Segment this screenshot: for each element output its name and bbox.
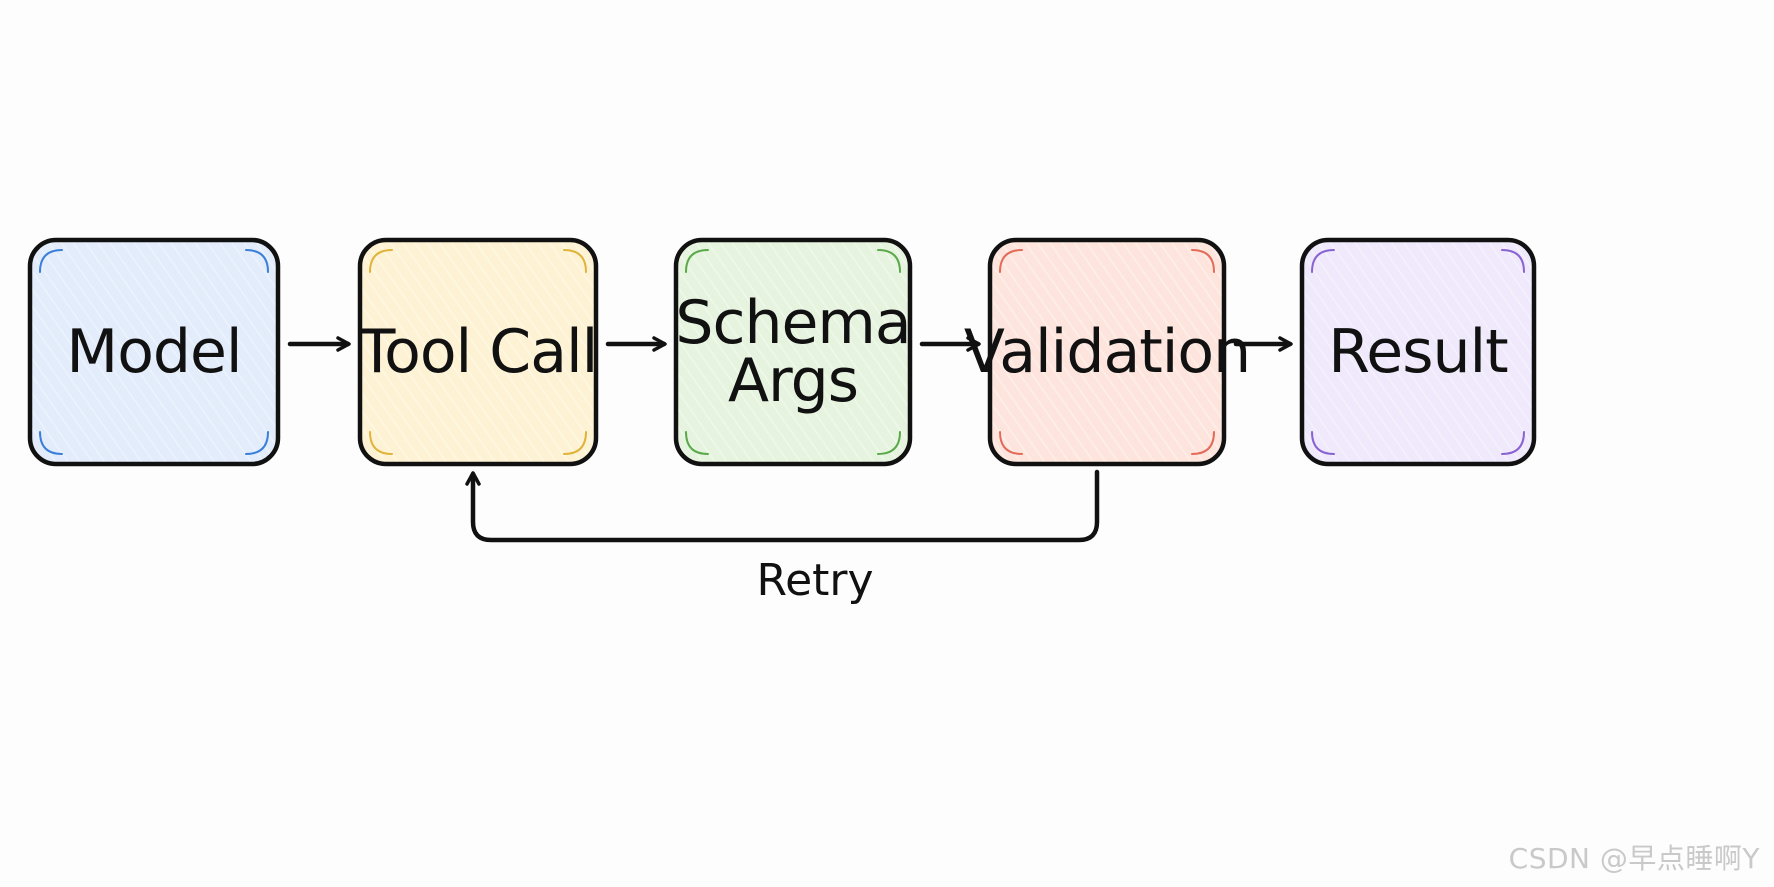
node-hatch [360,240,596,464]
edge-label-retry: Retry [756,555,873,606]
node-hatch [1302,240,1534,464]
node-model: Model [27,237,281,467]
node-border [1299,237,1537,467]
node-hatch [676,240,910,464]
node-hatch [990,240,1224,464]
node-accent [1311,249,1525,455]
node-label: Model [66,317,241,387]
node-accent [999,249,1215,455]
node-accent [685,249,901,455]
node-border [987,237,1227,467]
node-border [27,237,281,467]
node-accent [39,249,269,455]
edge-validation-to-tool-call: Retry [465,469,1100,606]
edges-layer: Retry [287,336,1293,606]
retry-arrow [465,469,1100,543]
node-label: Result [1328,317,1508,387]
node-label: Validation [964,317,1250,387]
node-tool-call: Tool Call [357,237,599,467]
node-validation: Validation [964,237,1251,467]
node-accent [369,249,587,455]
watermark-text: CSDN @早点睡啊Y [1508,842,1760,875]
node-hatch [30,240,278,464]
node-label: Tool Call [358,317,598,387]
node-border [673,237,913,467]
node-result: Result [1299,237,1537,467]
node-border [357,237,599,467]
